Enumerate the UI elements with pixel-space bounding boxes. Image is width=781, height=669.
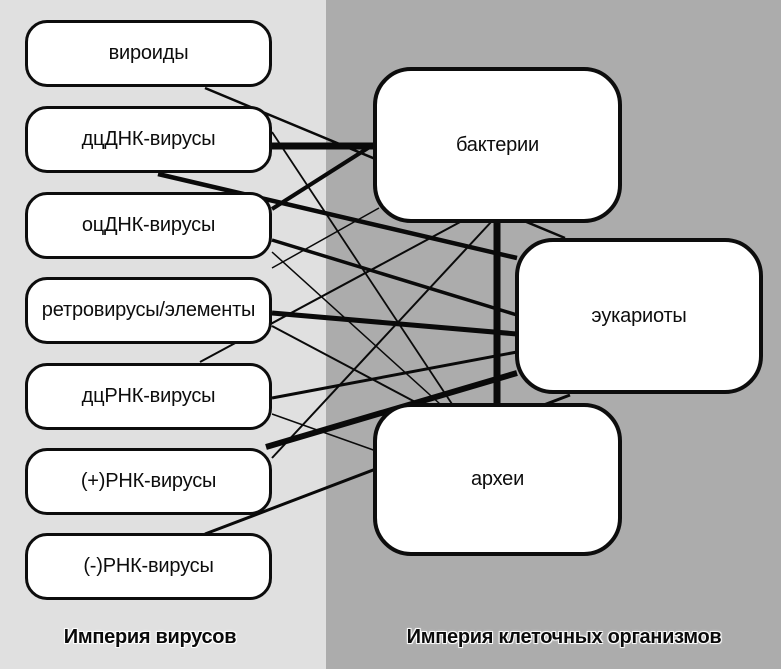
connection-retro-bacteria xyxy=(271,207,380,269)
box-label-eukaryotes: эукариоты xyxy=(591,304,687,327)
virus-box-ssdna: оцДНК-вирусы xyxy=(25,192,272,259)
box-label-retro: ретровирусы/элементы xyxy=(41,299,256,321)
organism-box-eukaryotes: эукариоты xyxy=(515,238,763,394)
box-label-bacteria: бактерии xyxy=(455,133,540,156)
connection-ssdna-eukaryotes xyxy=(271,238,518,317)
connection-dsrna-eukaryotes xyxy=(271,350,518,400)
virus-box-viroids: вироиды xyxy=(25,20,272,87)
connection-dsrna-archaea xyxy=(271,413,380,453)
box-label-plusrna: (+)РНК-вирусы xyxy=(80,470,217,492)
organism-box-archaea: археи xyxy=(373,403,622,556)
virus-box-minusrna: (-)РНК-вирусы xyxy=(25,533,272,600)
connection-retro-eukaryotes xyxy=(271,310,518,337)
virus-box-dsdna: дцДНК-вирусы xyxy=(25,106,272,173)
box-label-viroids: вироиды xyxy=(108,42,189,64)
box-label-dsdna: дцДНК-вирусы xyxy=(81,128,216,150)
connection-retro-archaea xyxy=(271,325,420,405)
box-label-dsrna: дцРНК-вирусы xyxy=(81,385,216,407)
left-panel-caption: Империя вирусов xyxy=(63,626,237,648)
virus-box-retro: ретровирусы/элементы xyxy=(25,277,272,344)
connection-ssdna-archaea xyxy=(271,251,441,405)
organism-box-bacteria: бактерии xyxy=(373,67,622,223)
connection-ssdna-bacteria xyxy=(270,139,381,211)
connection-plusrna-bacteria xyxy=(271,220,493,459)
connection-dsdna-eukaryotes xyxy=(157,171,518,261)
box-label-archaea: археи xyxy=(470,468,525,490)
virus-box-plusrna: (+)РНК-вирусы xyxy=(25,448,272,515)
box-label-minusrna: (-)РНК-вирусы xyxy=(83,555,214,577)
box-label-ssdna: оцДНК-вирусы xyxy=(81,214,216,236)
right-panel-caption: Империя клеточных организмов xyxy=(406,626,722,648)
virus-box-dsrna: дцРНК-вирусы xyxy=(25,363,272,430)
